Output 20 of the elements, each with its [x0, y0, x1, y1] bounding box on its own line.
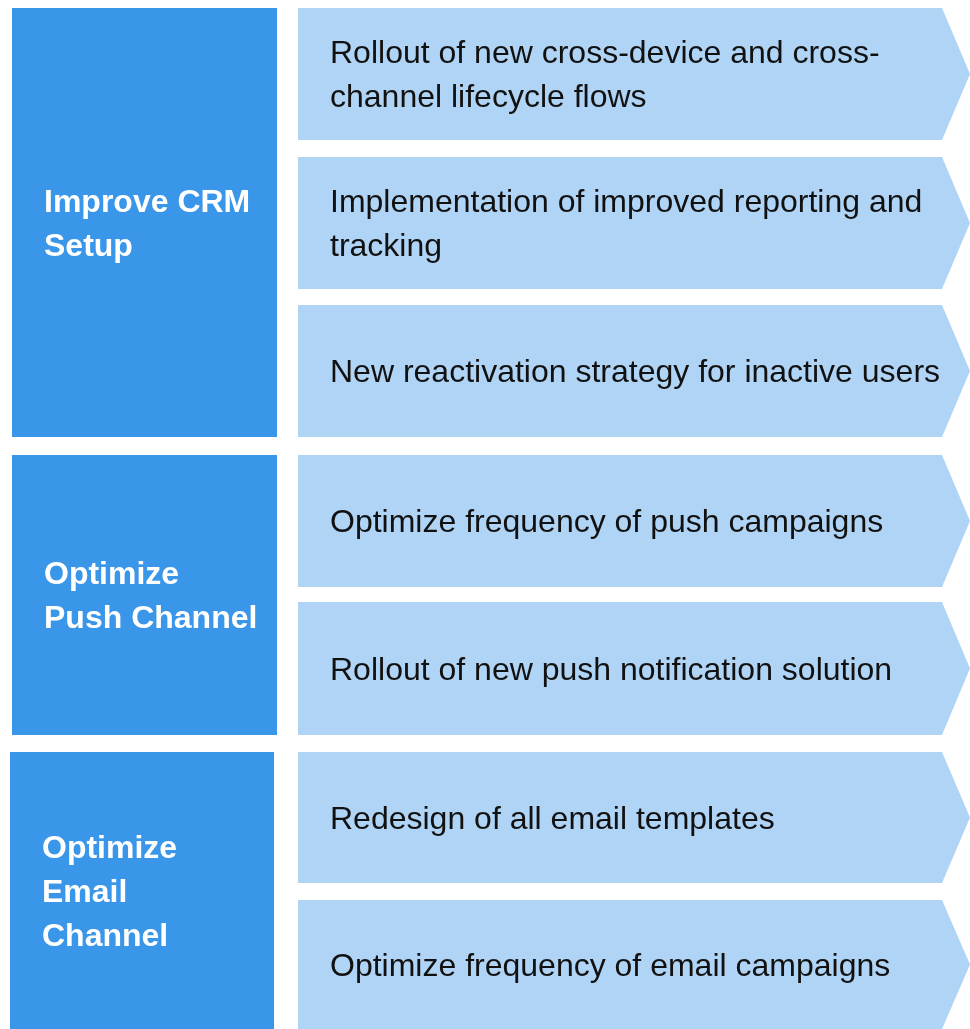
chevron-box: [298, 752, 970, 883]
chevron-box: [298, 602, 970, 735]
task-text: Redesign of all email templates: [330, 798, 776, 838]
chevron-box: [298, 455, 970, 587]
category-title: Improve CRM Setup: [44, 181, 252, 265]
task-text: Rollout of new cross-device and cross-channel lifecycle flows: [330, 33, 881, 116]
category-box: [12, 8, 277, 437]
task-text: Optimize frequency of push campaigns: [330, 502, 885, 541]
task-text: Rollout of new push notification solution: [330, 649, 894, 689]
task-text: New reactivation strategy for inactive users: [330, 352, 942, 391]
category-title: Optimize Push Channel: [44, 554, 259, 637]
chevron-box: [298, 305, 970, 437]
category-title: Optimize Email Channel: [42, 827, 179, 955]
chevron-box: [298, 900, 970, 1029]
category-box: [10, 752, 274, 1029]
chevron-box: [298, 8, 970, 140]
category-box: [12, 455, 277, 735]
chevron-box: [298, 157, 970, 289]
task-text: Optimize frequency of email campaigns: [330, 945, 892, 985]
task-text: Implementation of improved reporting and tracking: [330, 182, 924, 265]
